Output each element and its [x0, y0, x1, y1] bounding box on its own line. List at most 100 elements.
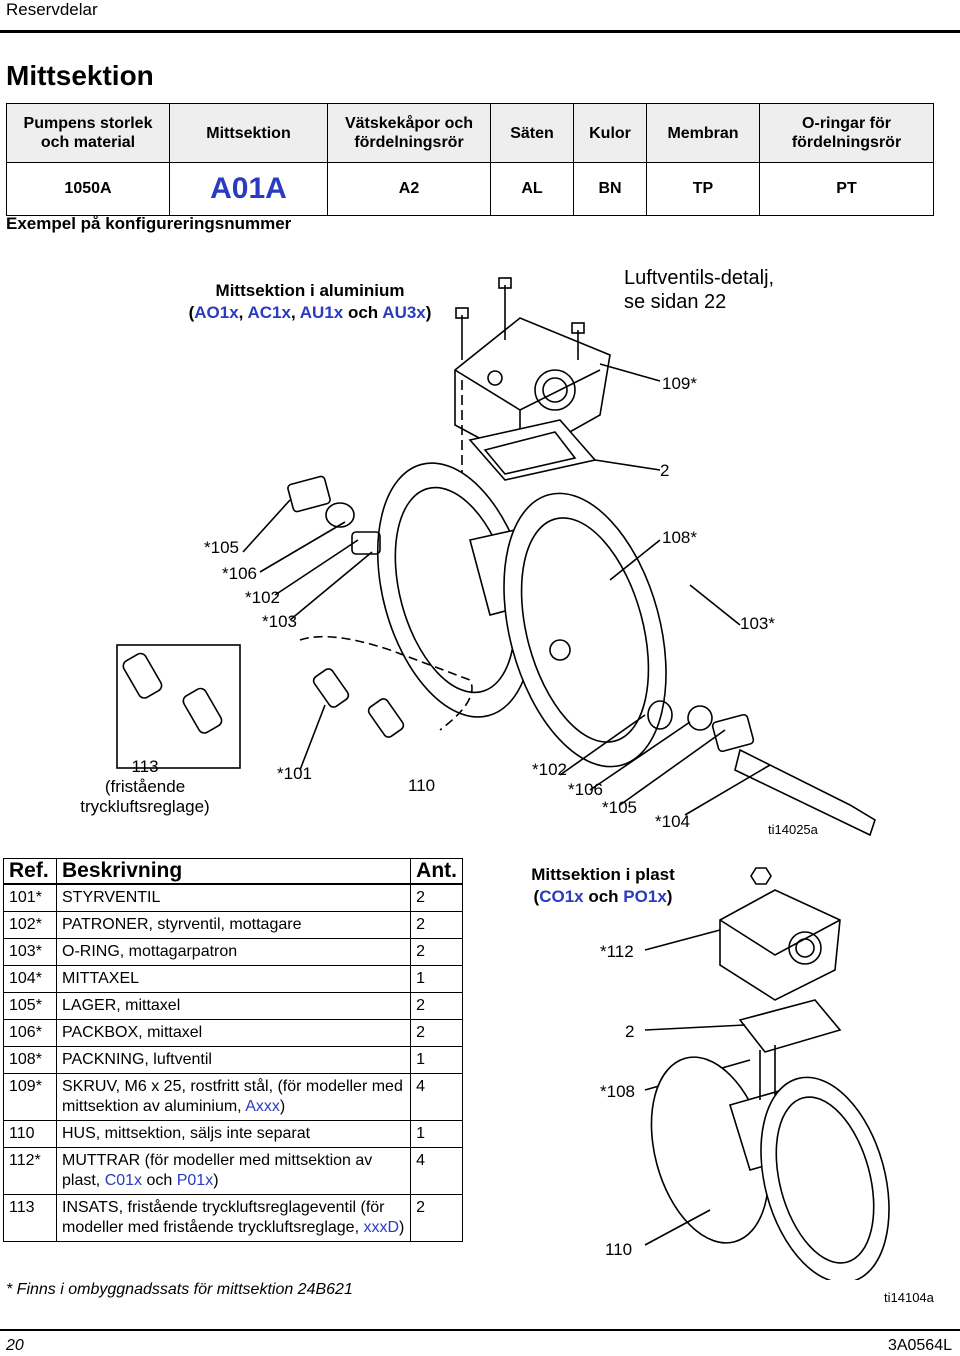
plastic-heading-line1: Mittsektion i plast: [531, 865, 675, 884]
config-value-highlight: A01A: [169, 162, 328, 216]
air-valve-cap-inner: [542, 377, 568, 403]
parts-header-row: Ref. Beskrivning Ant.: [3, 858, 463, 885]
leader-line: [242, 499, 291, 553]
config-value-row: 1050A A01A A2 AL BN TP PT: [6, 162, 934, 216]
config-value-cell: AL: [490, 162, 574, 216]
air-valve-block: [454, 317, 611, 461]
qty-cell: 4: [410, 1147, 463, 1195]
connector-dashed: [299, 635, 473, 731]
callout-102b: *102: [532, 760, 567, 779]
housing-flange-right: [503, 492, 667, 768]
ref-cell: 110: [3, 1120, 57, 1148]
code-link[interactable]: AC1x: [247, 303, 291, 322]
footnote: * Finns i ombyggnadssats för mittsektion…: [6, 1281, 353, 1298]
page-number: 20: [6, 1337, 24, 1354]
leader-line: [689, 584, 741, 626]
callout-101: *101: [277, 764, 312, 783]
leader-line: [594, 459, 661, 471]
code-link[interactable]: AU3x: [382, 303, 426, 322]
leader-line: [274, 539, 359, 596]
housing-flange-right: [760, 1076, 890, 1280]
desc-cell: INSATS, fristående tryckluftsreglagevent…: [55, 1194, 412, 1242]
config-header-cell: O-ringar för fördelningsrör: [759, 103, 934, 163]
code-link[interactable]: AU1x: [299, 303, 344, 322]
callout-113-note: tryckluftsreglage): [80, 797, 210, 816]
qty-cell: 1: [410, 1120, 463, 1148]
config-header-row: Pumpens storlek och material Mittsektion…: [6, 103, 934, 163]
air-valve-cap: [788, 931, 822, 965]
center-shaft: [734, 748, 876, 837]
code-link[interactable]: Axxx: [245, 1098, 280, 1115]
desc-cell: MITTAXEL: [55, 965, 412, 993]
ref-header: Ref.: [3, 858, 57, 885]
code-link[interactable]: CO1x: [539, 887, 584, 906]
config-table: Pumpens storlek och material Mittsektion…: [6, 103, 934, 216]
callout-105b: *105: [602, 798, 637, 817]
leader-line: [589, 721, 691, 791]
callout-110: 110: [408, 776, 436, 795]
pilot-valve: [367, 698, 405, 738]
desc-cell: MUTTRAR (för modeller med mittsektion av…: [55, 1147, 412, 1195]
figure-id: ti14104a: [884, 1290, 934, 1305]
document-number: 3A0564L: [887, 1337, 952, 1354]
config-header-cell: Mittsektion: [169, 103, 328, 163]
ref-cell: 106*: [3, 1019, 57, 1047]
config-value-cell: BN: [573, 162, 647, 216]
ref-cell: 102*: [3, 911, 57, 939]
code-link[interactable]: AO1x: [194, 303, 239, 322]
nut-icon: [750, 867, 772, 885]
callout-113: 113 (fristående tryckluftsreglage): [60, 757, 230, 817]
bolt-icon: [498, 277, 512, 340]
section-header: Reservdelar: [6, 0, 98, 19]
packing-right: [647, 700, 673, 730]
table-row: 109*SKRUV, M6 x 25, rostfritt stål, (för…: [3, 1073, 463, 1121]
ref-cell: 103*: [3, 938, 57, 966]
callout-106: *106: [222, 564, 257, 583]
qty-cell: 2: [410, 1194, 463, 1242]
qty-cell: 2: [410, 938, 463, 966]
callout-109: 109*: [662, 374, 697, 393]
plastic-heading-line2: (CO1x och PO1x): [533, 887, 673, 906]
plastic-callout-2: 2: [625, 1022, 635, 1041]
housing-flange-right-inner: [520, 517, 650, 743]
gasket-inner: [483, 431, 577, 475]
config-header-cell: Kulor: [573, 103, 647, 163]
code-link[interactable]: P01x: [176, 1172, 214, 1189]
callout-102: *102: [245, 588, 280, 607]
callout-103-right: 103*: [740, 614, 775, 633]
config-header-cell: Pumpens storlek och material: [6, 103, 170, 163]
air-valve-block: [719, 889, 841, 1001]
code-link[interactable]: C01x: [104, 1172, 143, 1189]
desc-header: Beskrivning: [55, 858, 412, 885]
qty-cell: 4: [410, 1073, 463, 1121]
desc-cell: PATRONER, styrventil, mottagare: [55, 911, 412, 939]
aluminium-heading: Mittsektion i aluminium (AO1x, AC1x, AU1…: [150, 280, 470, 324]
leader-line: [299, 704, 326, 771]
desc-cell: LAGER, mittaxel: [55, 992, 412, 1020]
config-header-cell: Vätskekåpor och fördelningsrör: [327, 103, 491, 163]
leader-line: [644, 929, 721, 951]
desc-cell: SKRUV, M6 x 25, rostfritt stål, (för mod…: [55, 1073, 412, 1121]
plastic-callout-108: *108: [600, 1082, 635, 1101]
callout-104: *104: [655, 812, 690, 831]
o-ring: [325, 502, 355, 528]
air-valve-port: [487, 370, 503, 386]
leader-line: [619, 729, 726, 806]
desc-cell: HUS, mittsektion, säljs inte separat: [55, 1120, 412, 1148]
config-value-cell: 1050A: [6, 162, 170, 216]
qty-cell: 1: [410, 1046, 463, 1074]
ref-cell: 113: [3, 1194, 57, 1242]
callout-113-note: (fristående: [104, 777, 186, 796]
callout-103: *103: [262, 612, 297, 631]
gasket: [738, 999, 842, 1053]
code-link[interactable]: PO1x: [623, 887, 667, 906]
packing: [351, 531, 381, 555]
aluminium-exploded-drawing: [116, 277, 876, 837]
plastic-callout-110: 110: [605, 1240, 633, 1259]
air-valve-cap-inner: [795, 938, 815, 958]
ref-cell: 109*: [3, 1073, 57, 1121]
code-link[interactable]: xxxD: [363, 1219, 400, 1236]
